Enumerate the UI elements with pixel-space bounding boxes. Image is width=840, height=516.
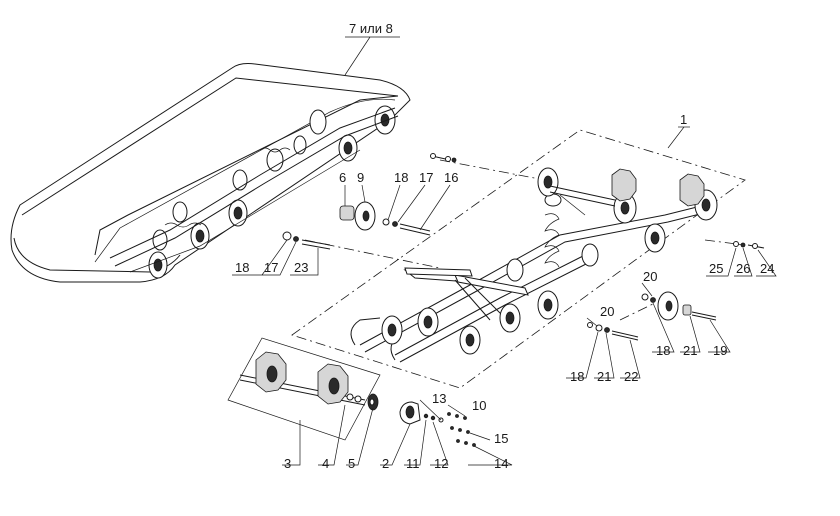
- callout-18: 18: [656, 343, 670, 358]
- callout-2: 2: [382, 456, 389, 471]
- callout-25: 25: [709, 261, 723, 276]
- suspension-wheels: [381, 167, 718, 355]
- callout-15: 15: [494, 431, 508, 446]
- callout-20: 20: [600, 304, 614, 319]
- drive-shaft-assembly: [227, 337, 381, 441]
- callout-24: 24: [760, 261, 774, 276]
- suspension-spring: [544, 193, 586, 268]
- top-bolt: [430, 153, 457, 163]
- bearing-housing-group: [399, 401, 476, 447]
- callout-12: 12: [434, 456, 448, 471]
- callout-17: 17: [419, 170, 433, 185]
- callout-19: 19: [713, 343, 727, 358]
- callout-18: 18: [235, 260, 249, 275]
- suspension: [350, 167, 718, 363]
- callout-5: 5: [348, 456, 355, 471]
- leader-lines: [232, 36, 777, 466]
- track-wheels: [148, 105, 396, 279]
- callout-18: 18: [394, 170, 408, 185]
- callout-18: 18: [570, 369, 584, 384]
- callout-4: 4: [322, 456, 329, 471]
- callout-11: 11: [406, 456, 420, 471]
- callout-9: 9: [357, 170, 364, 185]
- callout-16: 16: [444, 170, 458, 185]
- callout-23: 23: [294, 260, 308, 275]
- callout-3: 3: [284, 456, 291, 471]
- callout-10: 10: [472, 398, 486, 413]
- suspension-frame-boundary: [291, 129, 746, 389]
- callout-7-or-8: 7 или 8: [349, 21, 393, 36]
- idler-wheel-group: [339, 201, 431, 236]
- callout-21: 21: [597, 369, 611, 384]
- mid-bolt-group: [587, 322, 639, 341]
- callout-labels: 7 или 8 1 6 9 18 17 16 18 17 23 25 26 24…: [235, 21, 774, 471]
- callout-21: 21: [683, 343, 697, 358]
- callout-6: 6: [339, 170, 346, 185]
- callout-22: 22: [624, 369, 638, 384]
- callout-14: 14: [494, 456, 508, 471]
- callout-26: 26: [736, 261, 750, 276]
- left-bolt-group: [282, 231, 331, 250]
- track-assembly: [10, 63, 411, 283]
- callout-20: 20: [643, 269, 657, 284]
- rear-wheel-group: [641, 291, 717, 321]
- right-bolt-group: [733, 241, 765, 249]
- callout-1: 1: [680, 112, 687, 127]
- callout-13: 13: [432, 391, 446, 406]
- callout-17: 17: [264, 260, 278, 275]
